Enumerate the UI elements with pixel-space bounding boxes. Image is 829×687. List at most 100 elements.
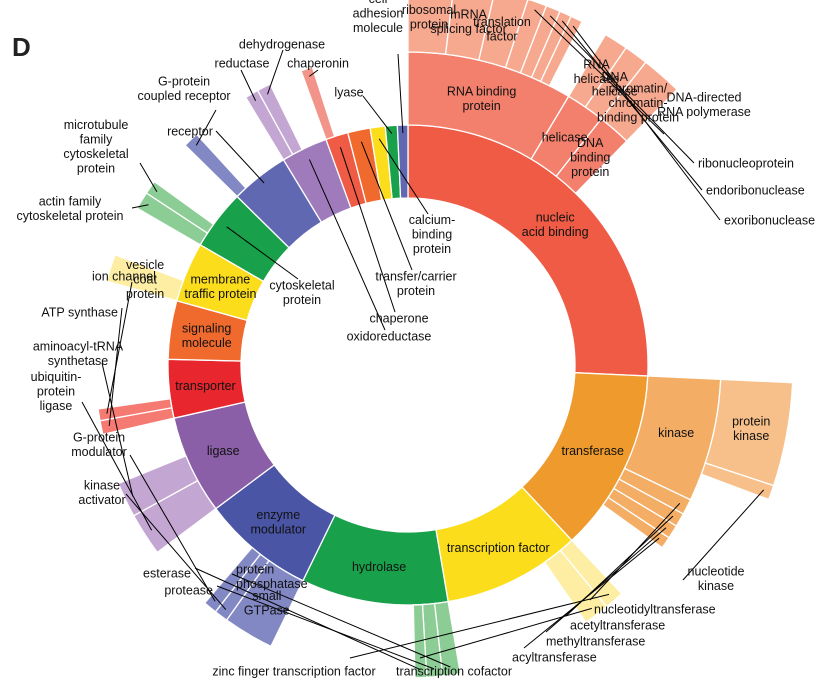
- label-translation-factor-line: factor: [486, 30, 517, 44]
- leader-cytoskeletal-protein: [226, 226, 299, 280]
- label-chromatin-chromatin-binding-protein-line: binding protein: [597, 111, 679, 125]
- callout-cell-adhesion-molecule-line: molecule: [353, 21, 403, 35]
- callout-actin-family-cytoskeletal-protein-line: cytoskeletal protein: [16, 209, 123, 223]
- callout-esterase-line: esterase: [143, 567, 191, 581]
- callout-protease-line: protease: [164, 584, 213, 598]
- callout-g-protein-coupled-receptor-line: coupled receptor: [137, 89, 230, 103]
- callout-kinase-activator-line: activator: [78, 493, 125, 507]
- callout-acetyltransferase: acetyltransferase: [570, 619, 665, 633]
- segment-ion-channel: [97, 398, 173, 422]
- segment-exoribonuclease: [539, 15, 583, 87]
- label-oxidoreductase-line: oxidoreductase: [347, 330, 432, 344]
- leader-protein-phosphatase: [231, 573, 451, 668]
- label-helicase: helicase: [542, 131, 588, 145]
- leader-ion-channel: [106, 281, 133, 414]
- leader-transfer-carrier-protein: [360, 141, 413, 271]
- label-ribosomal-protein-line: protein: [410, 17, 448, 31]
- label-hydrolase: hydrolase: [352, 560, 406, 574]
- segment-vesicle-coat-protein: [105, 253, 185, 302]
- callout-exoribonuclease: exoribonuclease: [724, 214, 815, 228]
- leader-ubiquitin-protein-ligase: [81, 401, 153, 531]
- callout-cell-adhesion-molecule-line: adhesion: [353, 7, 404, 21]
- callout-g-protein-coupled-receptor-line: G-protein: [158, 74, 210, 88]
- label-small-gtpase-line: small: [252, 589, 281, 603]
- callout-microtubule-family-cytoskeletal-protein-line: cytoskeletal: [63, 147, 128, 161]
- leader-endoribonuclease: [561, 20, 703, 191]
- callout-receptor: receptor: [167, 125, 213, 139]
- callout-ribonucleoprotein: ribonucleoprotein: [698, 157, 794, 171]
- label-ribosomal-protein-line: ribosomal: [402, 3, 456, 17]
- callout-protease: protease: [164, 584, 213, 598]
- leader-g-protein-coupled-receptor: [195, 109, 217, 146]
- label-hydrolase-line: hydrolase: [352, 560, 406, 574]
- leader-microtubule-family-cytoskeletal-protein: [139, 162, 158, 193]
- label-kinase: kinase: [658, 426, 694, 440]
- callout-methyltransferase-line: methyltransferase: [546, 635, 645, 649]
- callout-dna-directed-rna-polymerase-line: DNA-directed: [666, 90, 741, 104]
- callout-dna-directed-rna-polymerase-line: RNA polymerase: [657, 105, 751, 119]
- label-kinase-line: kinase: [658, 426, 694, 440]
- label-nucleic-acid-binding-line: nucleic: [536, 211, 575, 225]
- callout-acyltransferase: acyltransferase: [512, 651, 597, 665]
- leader-dehydrogenase: [267, 49, 284, 95]
- label-vesicle-coat-protein-line: coat: [133, 273, 157, 287]
- label-vesicle-coat-protein-line: protein: [126, 287, 164, 301]
- label-calcium-binding-protein-line: calcium-: [409, 213, 456, 227]
- callout-zinc-finger-transcription-factor-line: zinc finger transcription factor: [212, 665, 375, 679]
- callout-g-protein-modulator-line: modulator: [71, 445, 127, 459]
- label-protein-kinase-line: kinase: [733, 429, 769, 443]
- panel-label: D: [12, 32, 31, 62]
- label-translation-factor-line: translation: [473, 15, 531, 29]
- label-helicase-line: helicase: [542, 131, 588, 145]
- callout-ion-channel: ion channel: [92, 270, 156, 284]
- segment-g-protein-modulator: [203, 546, 262, 613]
- leader-receptor: [215, 130, 265, 184]
- callout-endoribonuclease-line: endoribonuclease: [706, 184, 805, 198]
- callout-nucleotidyltransferase-line: nucleotidyltransferase: [594, 603, 716, 617]
- label-rna-binding-protein-line: RNA binding: [447, 85, 517, 99]
- callout-microtubule-family-cytoskeletal-protein-line: microtubule: [64, 118, 129, 132]
- leader-methyltransferase: [545, 527, 667, 633]
- callout-reductase: reductase: [215, 57, 270, 71]
- leader-protease: [216, 585, 435, 670]
- leader-chaperone: [339, 147, 396, 313]
- label-ligase: ligase: [207, 444, 240, 458]
- segment-dehydrogenase: [256, 83, 304, 156]
- callout-zinc-finger-transcription-factor: zinc finger transcription factor: [212, 665, 375, 679]
- callout-cell-adhesion-molecule-line: cell: [369, 0, 388, 6]
- callout-chaperonin: chaperonin: [287, 57, 349, 71]
- callout-ribonucleoprotein-line: ribonucleoprotein: [698, 157, 794, 171]
- segment-transcription-cofactor: [543, 549, 608, 624]
- label-transferase: transferase: [561, 444, 624, 458]
- label-mrna-splicing-factor-line: splicing factor: [430, 22, 506, 36]
- callout-lyase: lyase: [334, 86, 363, 100]
- callout-chaperonin-line: chaperonin: [287, 57, 349, 71]
- label-small-gtpase-line: GTPase: [244, 604, 290, 618]
- callout-microtubule-family-cytoskeletal-protein-line: protein: [77, 161, 115, 175]
- label-chromatin-chromatin-binding-protein-line: chromatin/: [609, 82, 668, 96]
- label-chromatin-chromatin-binding-protein: chromatin/chromatin-binding protein: [597, 82, 679, 125]
- callout-acyltransferase-line: acyltransferase: [512, 651, 597, 665]
